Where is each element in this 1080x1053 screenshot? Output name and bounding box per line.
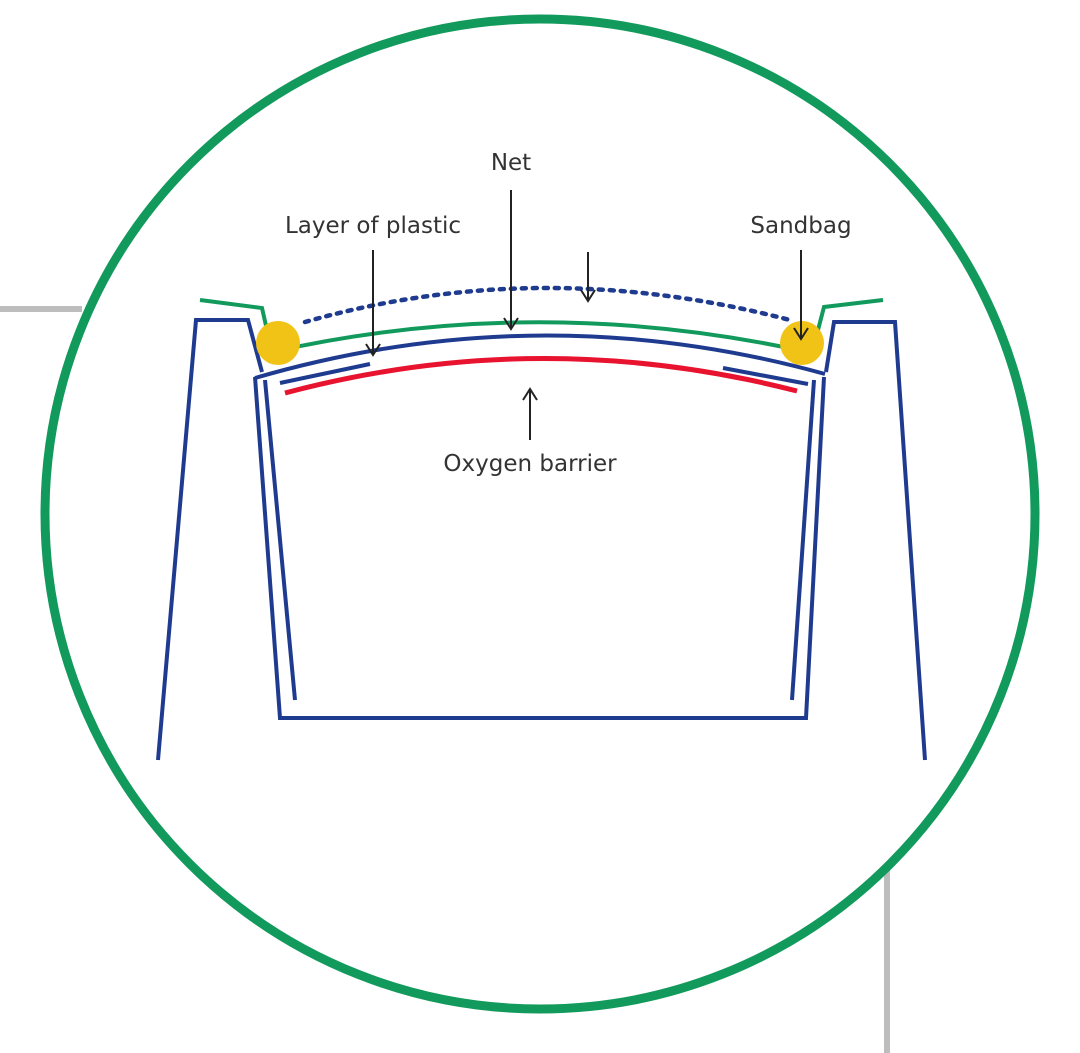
inner-wall-liner-left [263,379,297,701]
oxygen-barrier-film [284,356,798,396]
wall-overlap-left [279,362,371,385]
sandbag-left [256,321,300,365]
wall-overlap-right [722,366,809,386]
arrow-net [503,190,519,331]
arrow-net-pressure [580,252,596,303]
outer-wall-left [156,318,264,761]
outer-wall-right [824,320,927,761]
plastic-layer-top [271,320,813,355]
frame-circle [40,14,1040,1014]
liner-top [254,333,826,380]
label-oxygen-barrier: Oxygen barrier [443,451,617,477]
inner-wall-liner-right [790,379,816,701]
arrow-oxygen-barrier [522,387,538,440]
label-layer-of-plastic: Layer of plastic [285,213,461,239]
arrow-layer-of-plastic [365,250,381,357]
arrow-sandbag [793,250,809,341]
net-line [302,285,793,325]
label-sandbag: Sandbag [750,213,851,239]
sandbag-right [780,321,824,365]
label-net: Net [491,150,531,176]
inner-bunker [253,376,826,720]
